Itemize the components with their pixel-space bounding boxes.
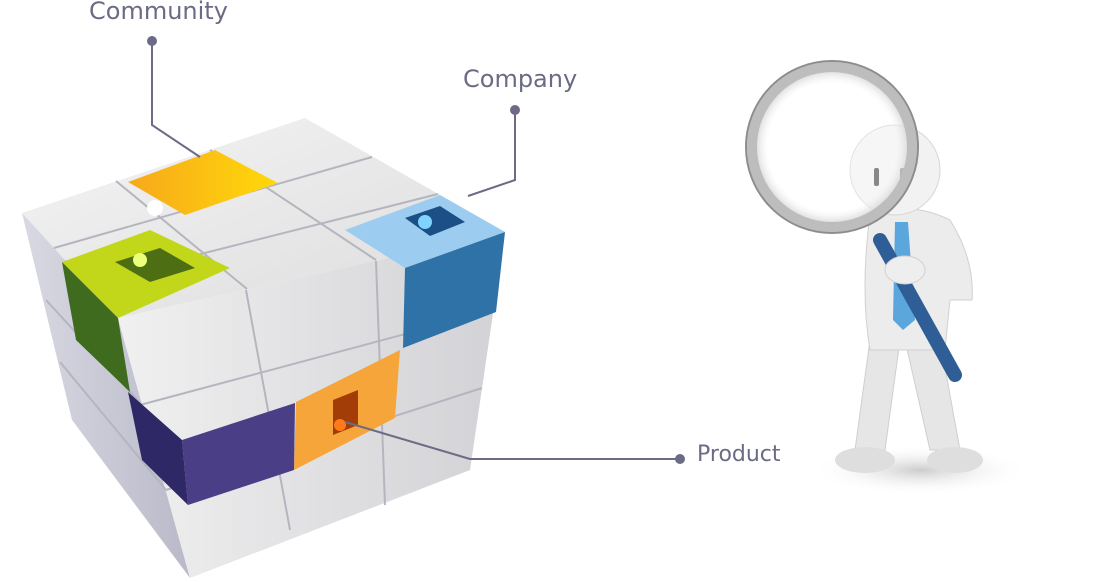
company-tile-side — [403, 232, 505, 348]
figure-with-magnifier — [745, 60, 1030, 495]
magnifier-lens — [747, 62, 917, 232]
cube-left-face — [22, 213, 190, 578]
sparkle — [147, 200, 163, 216]
community-leader-line — [151, 41, 201, 158]
company-label: Company — [463, 65, 578, 93]
product-dot — [675, 454, 685, 464]
leader-lines — [151, 41, 680, 460]
company-dot — [510, 105, 520, 115]
figure-hand — [884, 255, 926, 285]
sparkle — [133, 253, 147, 267]
green-tile-side — [62, 262, 130, 392]
sparkle — [334, 419, 346, 431]
sparkle — [418, 215, 432, 229]
community-label: Community — [89, 0, 228, 25]
company-tile-hole — [405, 206, 465, 236]
community-dot — [147, 36, 157, 46]
community-tile — [128, 150, 278, 215]
product-label: Product — [697, 442, 781, 467]
company-leader-line — [467, 110, 516, 197]
purple-tile-side — [128, 392, 188, 505]
product-leader-line — [344, 421, 680, 460]
purple-tile — [182, 403, 295, 505]
